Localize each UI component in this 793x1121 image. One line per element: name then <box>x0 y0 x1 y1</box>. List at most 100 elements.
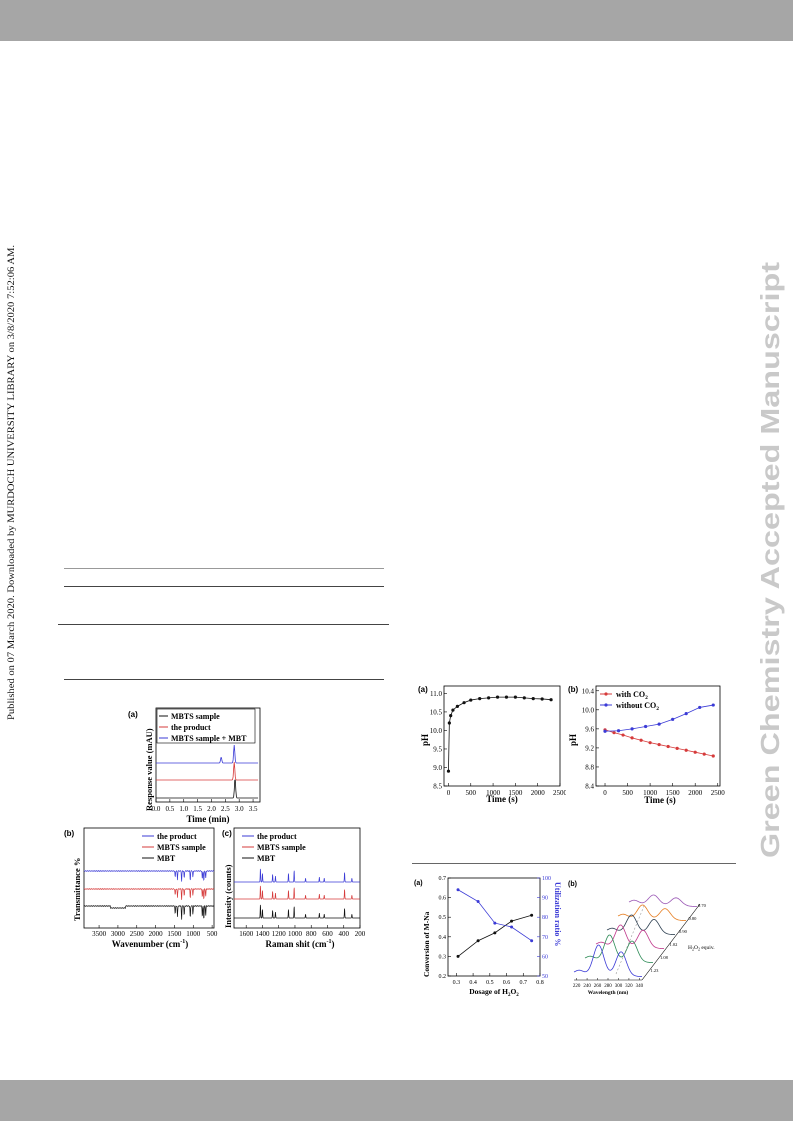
panel-label: (b) <box>64 829 75 838</box>
x-tick-label: 2.5 <box>221 805 230 813</box>
data-point <box>446 769 451 773</box>
x-tick-label: 600 <box>322 930 333 938</box>
panel-label: (b) <box>568 685 579 694</box>
y-tick-label: 0.4 <box>439 935 447 941</box>
x-tick-label: 0.4 <box>469 980 477 986</box>
legend-label: MBT <box>257 854 276 863</box>
legend-label: the product <box>257 832 297 841</box>
depth-labels: 0.700.800.901.021.081.23 <box>651 903 707 973</box>
data-point <box>666 744 670 749</box>
series <box>446 695 553 773</box>
data-point <box>487 696 491 700</box>
x-axis-title: Dosage of H2O2 <box>469 987 519 996</box>
data-point <box>451 708 455 712</box>
y-tick-label: 0.2 <box>439 974 447 980</box>
depth-label: 0.80 <box>689 916 698 921</box>
legend-label: the product <box>157 832 197 841</box>
x-tick-label: 0.5 <box>486 980 494 986</box>
x-tick-label: 0.5 <box>165 805 174 813</box>
data-point <box>510 925 514 929</box>
legend-label: MBTS sample <box>171 712 220 721</box>
y-tick-label: 0.5 <box>439 915 447 921</box>
trace <box>83 888 215 900</box>
x-tick-label: 500 <box>622 789 633 797</box>
y2-tick-label: 50 <box>542 974 548 980</box>
traces <box>156 744 259 799</box>
y2-tick-label: 70 <box>542 935 548 941</box>
bottom-band <box>0 1080 793 1121</box>
data-point <box>702 752 706 756</box>
depth-label: 1.02 <box>670 942 678 947</box>
data-point <box>603 729 607 733</box>
panel-label: (a) <box>128 710 138 719</box>
legend-box <box>156 708 256 744</box>
x-tick-label: 280 <box>604 984 612 989</box>
data-point <box>530 939 534 943</box>
publication-note: Published on 07 March 2020. Downloaded b… <box>2 245 20 720</box>
series-line <box>604 729 714 757</box>
series <box>456 888 534 958</box>
table-rule <box>64 586 384 587</box>
watermark-text: Green Chemistry Accepted Manuscript <box>755 262 785 858</box>
y-tick-label: 0.6 <box>439 896 447 902</box>
data-point <box>630 736 634 740</box>
x-tick-label: 1000 <box>486 789 501 797</box>
x-tick-label: 500 <box>207 930 218 938</box>
raman-figure: (c) Intensity (counts) the product MBTS … <box>220 826 366 950</box>
data-point <box>455 704 459 708</box>
x-tick-label: 0.6 <box>503 980 511 986</box>
data-point <box>657 722 661 726</box>
data-point <box>478 696 482 701</box>
traces <box>573 894 698 977</box>
data-point <box>621 733 625 737</box>
data-point <box>711 703 715 707</box>
data-point <box>693 750 697 754</box>
data-point <box>540 697 544 701</box>
data-point <box>639 738 643 742</box>
hplc-figure: (a) Response value (mAU) MBTS sample the… <box>126 704 266 824</box>
x-tick-label: 500 <box>466 789 477 797</box>
y-tick-label: 10.5 <box>430 708 443 716</box>
top-band <box>0 0 793 41</box>
data-point <box>530 913 534 917</box>
y-tick-label: 11.0 <box>430 690 442 698</box>
data-point <box>657 742 661 747</box>
x-tick-label: 260 <box>594 984 602 989</box>
data-point <box>447 721 451 725</box>
y-axis-title: Transmittance % <box>72 858 82 921</box>
x-tick-label: 1.0 <box>179 805 188 813</box>
x-tick-label: 2000 <box>149 930 164 938</box>
x-tick-label: 0.8 <box>536 980 544 986</box>
data-point <box>493 921 497 925</box>
x-tick-label: 1600 <box>239 930 254 938</box>
x-tick-label: 2000 <box>688 789 703 797</box>
data-point <box>493 931 497 935</box>
x-tick-label: 3.5 <box>249 805 258 813</box>
x-tick-label: 240 <box>583 984 591 989</box>
plot-frame <box>443 685 561 787</box>
data-point <box>456 954 460 958</box>
plot-frame <box>155 707 261 803</box>
x-tick-label: 1200 <box>272 930 287 938</box>
depth-axis-title: H2O2 equiv. <box>688 945 715 952</box>
y-tick-label: 10.0 <box>582 706 595 714</box>
y2-tick-label: 100 <box>542 876 551 882</box>
depth-axis <box>641 903 701 981</box>
plot-frame <box>83 827 215 929</box>
trace <box>628 894 698 907</box>
plot-frame <box>595 685 721 787</box>
table-rule <box>58 624 389 625</box>
x-axis-title: Time (s) <box>644 795 676 805</box>
data-point <box>510 919 514 923</box>
x-tick-label: 320 <box>625 984 633 989</box>
x-tick-label: 1000 <box>186 930 201 938</box>
